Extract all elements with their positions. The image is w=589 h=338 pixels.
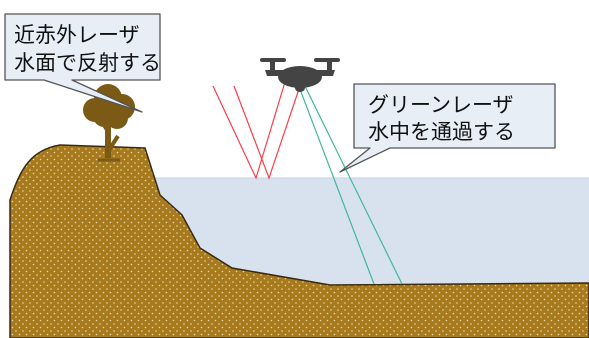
green-callout: グリーンレーザ 水中を通過する xyxy=(339,83,556,173)
near-infrared-callout: 近赤外レーザ 水面で反射する xyxy=(4,13,161,113)
near-infrared-callout-line2: 水面で反射する xyxy=(14,51,161,75)
green-callout-line2: 水中を通過する xyxy=(368,120,515,144)
green-callout-line1: グリーンレーザ xyxy=(368,93,514,117)
green-laser-beams xyxy=(297,81,403,285)
near-infrared-callout-line1: 近赤外レーザ xyxy=(14,23,140,47)
ground xyxy=(9,144,589,338)
drone-icon xyxy=(260,58,340,92)
near-infrared-laser-beams xyxy=(212,81,301,180)
